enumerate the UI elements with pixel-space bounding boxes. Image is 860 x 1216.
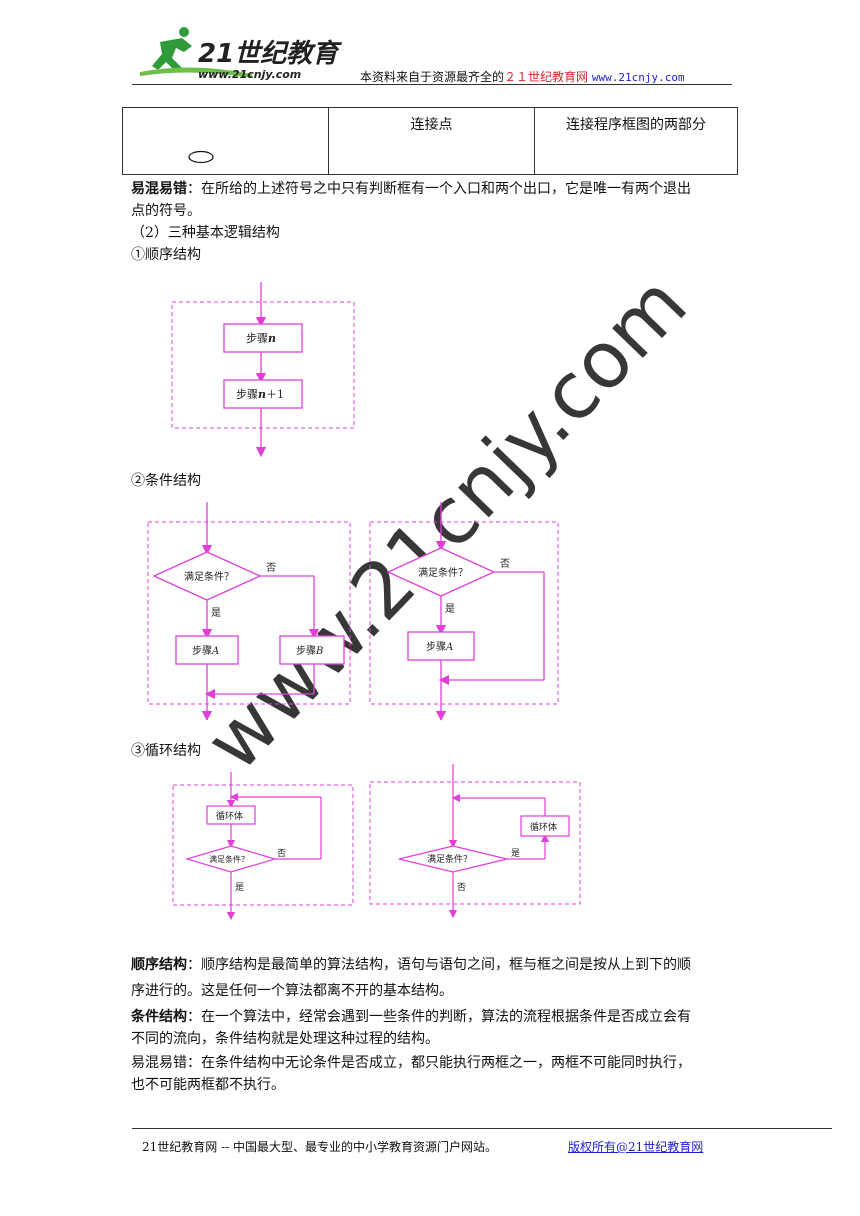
sequence-line1: ：顺序结构是最简单的算法结构，语句与语句之间，框与框之间是按从上到下的顺	[187, 957, 691, 973]
site-logo: 21世纪教育 www.21cnjy.com	[140, 27, 342, 81]
no-label: 否	[266, 562, 276, 574]
condition-label: 满足条件？	[184, 570, 234, 583]
confuse-note-1-line2: 点的符号。	[131, 203, 201, 219]
condition-flowchart-two-branch: 满足条件？ 否 是 步骤A 步骤B	[147, 502, 351, 720]
table-row: 连接点 连接程序框图的两部分	[122, 107, 738, 175]
condition-explanation: 条件结构：在一个算法中，经常会遇到一些条件的判断，算法的流程根据条件是否成立会有…	[131, 1006, 741, 1050]
sequence-line2: 序进行的。这是任何一个算法都离不开的基本结构。	[131, 983, 453, 999]
loop-condition-label: 满足条件？	[209, 854, 249, 864]
loop-yes-label: 是	[235, 882, 244, 893]
confuse-note-1: 易混易错：在所给的上述符号之中只有判断框有一个入口和两个出口，它是唯一有两个退出…	[131, 178, 741, 222]
header-note: 本资料来自于资源最齐全的２１世纪教育网 www.21cnjy.com	[360, 68, 685, 85]
header-url[interactable]: www.21cnjy.com	[591, 71, 685, 84]
confuse-note-1-label: 易混易错	[131, 181, 187, 197]
step-a-label: 步骤A	[192, 645, 219, 657]
logo-main: 21世纪教育	[198, 39, 342, 69]
confuse-note-2: 易混易错：在条件结构中无论条件是否成立，都只能执行两框之一，两框不可能同时执行，…	[131, 1052, 741, 1096]
condition-line2: 不同的流向，条件结构就是处理这种过程的结构。	[131, 1031, 439, 1047]
footer-text: 21世纪教育网 -- 中国最大型、最专业的中小学教育资源门户网站。	[142, 1140, 498, 1154]
connector-symbol-icon	[188, 150, 214, 164]
runner-icon	[140, 27, 252, 78]
loop-body-label-b: 循环体	[530, 821, 557, 833]
footer-copyright-link[interactable]: 版权所有@21世纪教育网	[568, 1140, 704, 1154]
loop-flowchart-while: 满足条件？ 是 循环体 否	[369, 764, 581, 919]
confuse-note-1-line1: ：在所给的上述符号之中只有判断框有一个入口和两个出口，它是唯一有两个退出	[187, 181, 691, 197]
confuse-note-2-line2: 也不可能两框都不执行。	[131, 1077, 285, 1093]
connector-name: 连接点	[410, 117, 453, 133]
loop-no-label-b: 否	[457, 882, 466, 893]
condition-label-b: 满足条件？	[418, 566, 468, 579]
step-n-box	[223, 323, 303, 353]
loop-yes-label-b: 是	[511, 848, 520, 859]
step-b-label: 步骤B	[296, 645, 323, 657]
step-n1-label: 步骤n＋1	[236, 388, 284, 401]
header-note-prefix: 本资料来自于资源最齐全的	[360, 70, 505, 84]
sequence-heading: ①顺序结构	[131, 247, 201, 263]
step-a-box	[175, 635, 239, 665]
connector-function: 连接程序框图的两部分	[566, 117, 706, 133]
condition-flowchart-one-branch: 满足条件？ 否 是 步骤A	[369, 502, 559, 720]
header-site-name[interactable]: ２１世纪教育网	[504, 70, 589, 84]
loop-heading: ③循环结构	[131, 743, 201, 759]
loop-condition-label-b: 满足条件？	[427, 853, 472, 865]
sequence-label: 顺序结构	[131, 957, 187, 973]
condition-heading: ②条件结构	[131, 473, 201, 489]
sequence-frame	[171, 301, 355, 429]
logo-url: www.21cnjy.com	[198, 68, 301, 81]
no-label-b: 否	[500, 558, 510, 570]
step-n1-box	[223, 379, 303, 409]
section-title: （2）三种基本逻辑结构	[131, 225, 280, 241]
sequence-explanation: 顺序结构：顺序结构是最简单的算法结构，语句与语句之间，框与框之间是按从上到下的顺…	[131, 952, 741, 1004]
table-cell-name: 连接点	[328, 107, 535, 175]
header-divider	[132, 84, 732, 85]
yes-label: 是	[211, 607, 221, 619]
step-n-label: 步骤n	[246, 332, 276, 345]
symbol-table: 连接点 连接程序框图的两部分	[122, 107, 738, 175]
sequence-flowchart: 步骤n 步骤n＋1	[171, 282, 355, 458]
loop-body-label: 循环体	[216, 810, 243, 822]
table-cell-function: 连接程序框图的两部分	[534, 107, 738, 175]
yes-label-b: 是	[445, 603, 455, 615]
table-cell-symbol	[122, 107, 329, 175]
step-b-box	[279, 635, 345, 665]
condition-expl-label: 条件结构	[131, 1009, 187, 1025]
loop-flowchart-until: 循环体 满足条件？ 否 是	[172, 772, 354, 920]
confuse-note-2-line1: 易混易错：在条件结构中无论条件是否成立，都只能执行两框之一，两框不可能同时执行，	[131, 1055, 691, 1071]
loop-no-label: 否	[277, 848, 286, 859]
footer-divider	[132, 1128, 832, 1129]
condition-line1: ：在一个算法中，经常会遇到一些条件的判断，算法的流程根据条件是否成立会有	[187, 1009, 691, 1025]
step-a-label-b: 步骤A	[426, 641, 453, 653]
